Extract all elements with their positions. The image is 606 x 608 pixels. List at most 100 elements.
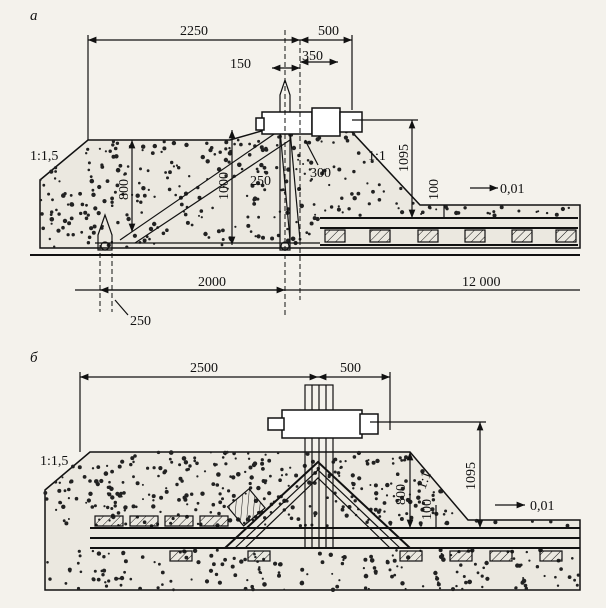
fill-dot: [312, 216, 317, 221]
fill-dot: [299, 580, 305, 586]
sleeper: [399, 550, 423, 562]
fill-dot: [461, 587, 464, 591]
fill-dot: [62, 218, 68, 224]
fill-dot: [248, 486, 253, 490]
fill-dot: [263, 188, 267, 192]
fill-dot: [141, 144, 146, 149]
fill-dot: [567, 206, 570, 210]
fill-dot: [126, 165, 130, 168]
slope-left-b: 1:1,5: [40, 454, 68, 469]
fill-dot: [297, 158, 300, 161]
dim-250-a: 250: [250, 174, 271, 189]
fill-dot: [171, 140, 177, 146]
dim-500-a: 500: [318, 24, 339, 39]
fill-dot: [217, 511, 221, 516]
fill-dot: [209, 553, 214, 558]
fill-dot: [420, 508, 423, 511]
fill-dot: [296, 517, 301, 521]
fill-dot: [307, 480, 312, 485]
fill-dot: [160, 150, 163, 154]
fill-dot: [196, 560, 201, 565]
fill-dot: [438, 548, 443, 553]
fill-dot: [290, 236, 296, 242]
fill-dot: [400, 486, 405, 491]
fill-dot: [328, 183, 331, 187]
fill-dot: [55, 508, 58, 511]
fill-dot: [396, 565, 399, 568]
fill-dot: [96, 551, 102, 556]
fill-dot: [125, 213, 129, 217]
fill-dot: [110, 469, 114, 474]
fill-dot: [258, 566, 261, 569]
fill-dot: [480, 574, 484, 578]
fill-dot: [300, 567, 305, 572]
fill-dot: [285, 473, 288, 476]
fill-dot: [164, 489, 169, 494]
fill-dot: [264, 523, 267, 526]
fill-dot: [482, 566, 486, 570]
fill-dot: [110, 495, 115, 500]
fill-dot: [247, 452, 250, 455]
fill-dot: [103, 505, 106, 508]
fill-dot: [395, 202, 398, 205]
fill-dot: [522, 577, 525, 579]
fill-dot: [192, 548, 198, 553]
sleeper: [464, 229, 486, 243]
fill-dot: [224, 174, 228, 178]
fill-dot: [248, 465, 253, 470]
fill-dot: [161, 231, 166, 236]
fill-dot: [135, 505, 138, 509]
dim-100-a: 100: [427, 179, 442, 200]
fill-dot: [366, 182, 369, 185]
fill-dot: [255, 167, 259, 171]
fill-dot: [246, 223, 251, 228]
fill-dots-a: [39, 119, 570, 249]
fill-dot: [353, 499, 357, 503]
fill-dot: [305, 231, 309, 235]
fill-dot: [444, 509, 448, 513]
fill-dot: [344, 460, 347, 463]
dim-350-a: 350: [302, 49, 323, 64]
fill-dot: [263, 481, 267, 485]
fill-dot: [104, 584, 109, 588]
fill-dot: [327, 475, 331, 479]
fill-dot: [178, 463, 182, 467]
fill-dot: [239, 559, 244, 564]
fill-dot: [108, 149, 112, 153]
fill-dot: [121, 481, 125, 484]
fill-dot: [215, 548, 219, 552]
fill-dot: [115, 491, 120, 496]
fill-dot: [58, 481, 61, 484]
sleeper: [94, 515, 124, 527]
fill-dot: [164, 171, 168, 174]
fill-dot: [129, 577, 133, 581]
fill-dot: [329, 205, 334, 209]
fill-dot: [363, 573, 369, 579]
fill-dot: [211, 206, 214, 210]
fill-dot: [309, 160, 314, 165]
fill-dot: [336, 207, 341, 212]
fill-dot: [140, 211, 143, 214]
fill-dot: [186, 503, 189, 506]
fill-dot: [114, 576, 119, 581]
fill-dot: [420, 469, 425, 474]
fill-dot: [46, 561, 49, 564]
fill-dot: [463, 206, 467, 210]
fill-dot: [104, 150, 107, 153]
fill-dot: [153, 195, 156, 198]
fill-dot: [277, 573, 281, 578]
fill-dot: [431, 511, 435, 515]
fill-dot: [141, 149, 144, 152]
fill-dot: [280, 467, 284, 472]
fill-dot: [211, 502, 216, 507]
fill-dot: [247, 153, 252, 157]
fill-dot: [49, 217, 55, 222]
fill-dot: [205, 159, 210, 164]
fill-dot: [86, 498, 91, 503]
fill-dot: [142, 238, 147, 243]
fill-dot: [524, 586, 528, 591]
fill-dot: [194, 508, 198, 512]
fill-dot: [161, 583, 164, 586]
fill-dot: [132, 460, 135, 463]
